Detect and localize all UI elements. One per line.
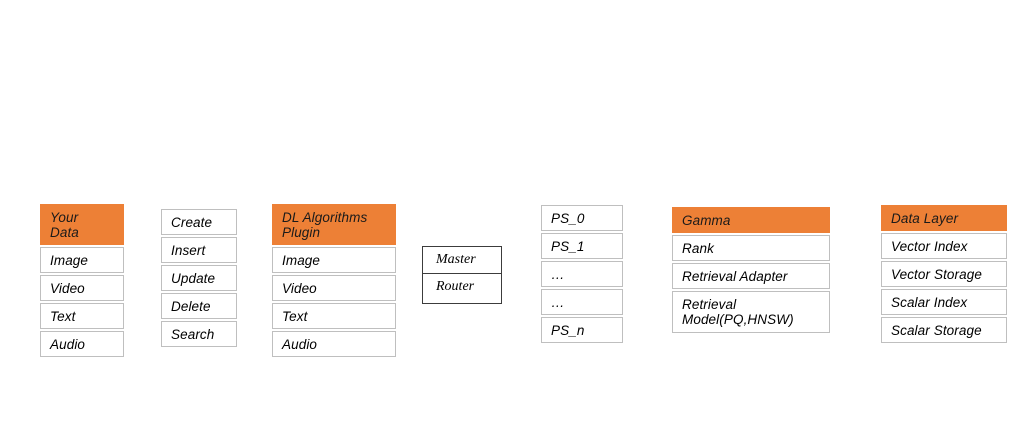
list-item-data-layer-vector-storage: Vector Storage [881, 261, 1007, 287]
list-item-dl-plugin-image: Image [272, 247, 396, 273]
list-item-operation-update: Update [161, 265, 237, 291]
list-item-your-data-video: Video [40, 275, 124, 301]
list-item-operation-search: Search [161, 321, 237, 347]
list-item-gamma-retrieval-model: Retrieval Model(PQ,HNSW) [672, 291, 830, 333]
list-item-data-layer-vector-index: Vector Index [881, 233, 1007, 259]
column-gamma: Gamma Rank Retrieval Adapter Retrieval M… [672, 207, 830, 333]
list-item-dl-plugin-audio: Audio [272, 331, 396, 357]
list-item-dl-plugin-video: Video [272, 275, 396, 301]
list-item-your-data-audio: Audio [40, 331, 124, 357]
list-item-dl-plugin-text: Text [272, 303, 396, 329]
box-row-master: Master [423, 247, 501, 274]
column-data-layer: Data Layer Vector Index Vector Storage S… [881, 205, 1007, 343]
column-header-dl-algorithms-plugin: DL Algorithms Plugin [272, 204, 396, 245]
list-item-gamma-retrieval-adapter: Retrieval Adapter [672, 263, 830, 289]
list-item-gamma-rank: Rank [672, 235, 830, 261]
list-item-ps-n: PS_n [541, 317, 623, 343]
list-item-operation-insert: Insert [161, 237, 237, 263]
column-your-data: Your Data Image Video Text Audio [40, 204, 124, 357]
column-header-gamma: Gamma [672, 207, 830, 233]
list-item-data-layer-scalar-index: Scalar Index [881, 289, 1007, 315]
list-item-ps-ellipsis-1: … [541, 261, 623, 287]
list-item-your-data-image: Image [40, 247, 124, 273]
list-item-ps-1: PS_1 [541, 233, 623, 259]
column-dl-algorithms-plugin: DL Algorithms Plugin Image Video Text Au… [272, 204, 396, 357]
list-item-operation-delete: Delete [161, 293, 237, 319]
column-header-data-layer: Data Layer [881, 205, 1007, 231]
box-master-router: Master Router [422, 246, 502, 304]
list-item-operation-create: Create [161, 209, 237, 235]
list-item-your-data-text: Text [40, 303, 124, 329]
list-item-ps-ellipsis-2: … [541, 289, 623, 315]
list-item-data-layer-scalar-storage: Scalar Storage [881, 317, 1007, 343]
column-operations: Create Insert Update Delete Search [161, 209, 237, 347]
box-row-router: Router [423, 274, 501, 300]
column-ps-nodes: PS_0 PS_1 … … PS_n [541, 205, 623, 343]
list-item-ps-0: PS_0 [541, 205, 623, 231]
column-header-your-data: Your Data [40, 204, 124, 245]
